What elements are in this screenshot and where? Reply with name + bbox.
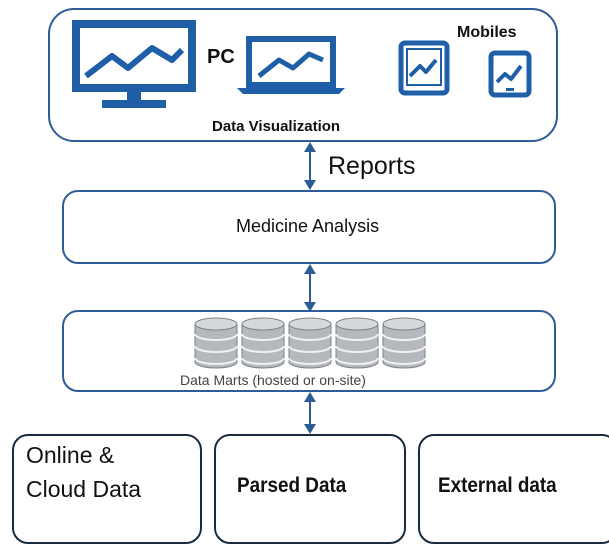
pc-label: PC	[207, 46, 235, 68]
tablet-icon	[398, 40, 450, 96]
database-cylinders	[194, 317, 426, 369]
database-icon	[288, 317, 332, 369]
laptop-icon	[237, 36, 345, 94]
desktop-monitor-icon	[72, 20, 196, 108]
arrow-analysis-marts	[304, 264, 316, 312]
data-visualization-caption: Data Visualization	[212, 118, 341, 135]
arrow-reports	[304, 142, 316, 190]
parsed-data-label: Parsed Data	[237, 474, 347, 497]
reports-label: Reports	[328, 152, 416, 180]
database-icon	[241, 317, 285, 369]
database-icon	[194, 317, 238, 369]
parsed-data-box	[214, 434, 406, 544]
arrow-marts-sources	[304, 392, 316, 434]
database-icon	[382, 317, 426, 369]
database-icon	[335, 317, 379, 369]
online-cloud-line2: Cloud Data	[26, 476, 142, 502]
phone-icon	[488, 50, 532, 98]
external-data-label: External data	[438, 474, 557, 497]
online-cloud-line1: Online &	[26, 442, 115, 468]
medicine-analysis-label: Medicine Analysis	[236, 216, 380, 236]
mobiles-label: Mobiles	[457, 24, 517, 41]
external-data-box	[418, 434, 609, 544]
medicine-analysis-box	[62, 190, 556, 264]
data-marts-label: Data Marts (hosted or on-site)	[180, 372, 366, 388]
online-cloud-data-box	[12, 434, 202, 544]
